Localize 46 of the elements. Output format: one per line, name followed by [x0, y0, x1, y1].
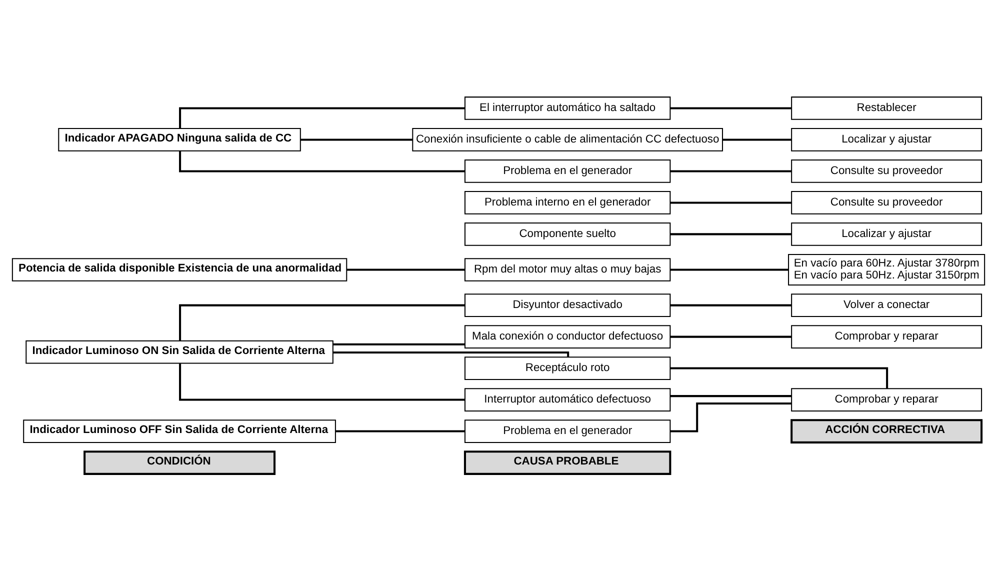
connector: [670, 233, 792, 236]
node-box: Indicador Luminoso ON Sin Salida de Corriente Alterna: [26, 340, 334, 364]
node-box: Comprobar y reparar: [791, 388, 982, 412]
connector: [670, 304, 792, 306]
node-box: ACCIÓN CORRECTIVA: [790, 419, 983, 444]
connector: [336, 430, 465, 432]
connector: [722, 138, 792, 141]
node-box: Problema en el generador: [464, 420, 671, 443]
node-box: Localizar y ajustar: [791, 222, 982, 246]
node-box: Volver a conectar: [791, 294, 982, 317]
node-box: Localizar y ajustar: [791, 128, 982, 152]
node-box: Interruptor automático defectuoso: [464, 388, 671, 412]
connector: [346, 268, 465, 271]
connector: [670, 202, 792, 204]
connector: [670, 268, 788, 271]
connector: [300, 138, 413, 141]
connector: [670, 367, 888, 388]
node-box: Consulte su proveedor: [791, 160, 982, 183]
node-box: Potencia de salida disponible Existencia de una anormalidad: [12, 258, 348, 282]
node-box: Restablecer: [791, 96, 982, 120]
node-box: Rpm del motor muy altas o muy bajas: [464, 258, 671, 282]
node-box: Indicador Luminoso OFF Sin Salida de Corriente Alterna: [23, 420, 336, 443]
node-box: Disyuntor desactivado: [464, 294, 671, 317]
connector: [333, 343, 465, 346]
node-box: CONDICIÓN: [84, 450, 276, 475]
node-box: Receptáculo roto: [464, 356, 671, 380]
node-box: Consulte su proveedor: [791, 191, 982, 214]
node-box: CAUSA PROBABLE: [464, 450, 672, 475]
node-box: Componente suelto: [464, 222, 671, 246]
connector: [179, 304, 465, 341]
node-box: Comprobar y reparar: [791, 325, 982, 348]
connector: [670, 107, 792, 110]
node-box: El interruptor automático ha saltado: [464, 96, 671, 120]
connector: [670, 402, 792, 432]
connector: [179, 107, 465, 128]
node-box: Problema interno en el generador: [464, 191, 671, 214]
connector: [670, 336, 792, 338]
connector: [179, 364, 465, 401]
node-box: Conexión insuficiente o cable de alimentación CC defectuoso: [412, 128, 723, 152]
node-box: Mala conexión o conductor defectuoso: [464, 325, 671, 348]
connector: [670, 170, 792, 172]
node-box: Indicador APAGADO Ninguna salida de CC: [58, 128, 301, 152]
connector: [179, 151, 465, 172]
node-box: En vacío para 60Hz. Ajustar 3780rpm En vacío para 50Hz. Ajustar 3150rpm: [788, 254, 986, 286]
node-box: Problema en el generador: [464, 160, 671, 183]
connector: [670, 395, 792, 398]
